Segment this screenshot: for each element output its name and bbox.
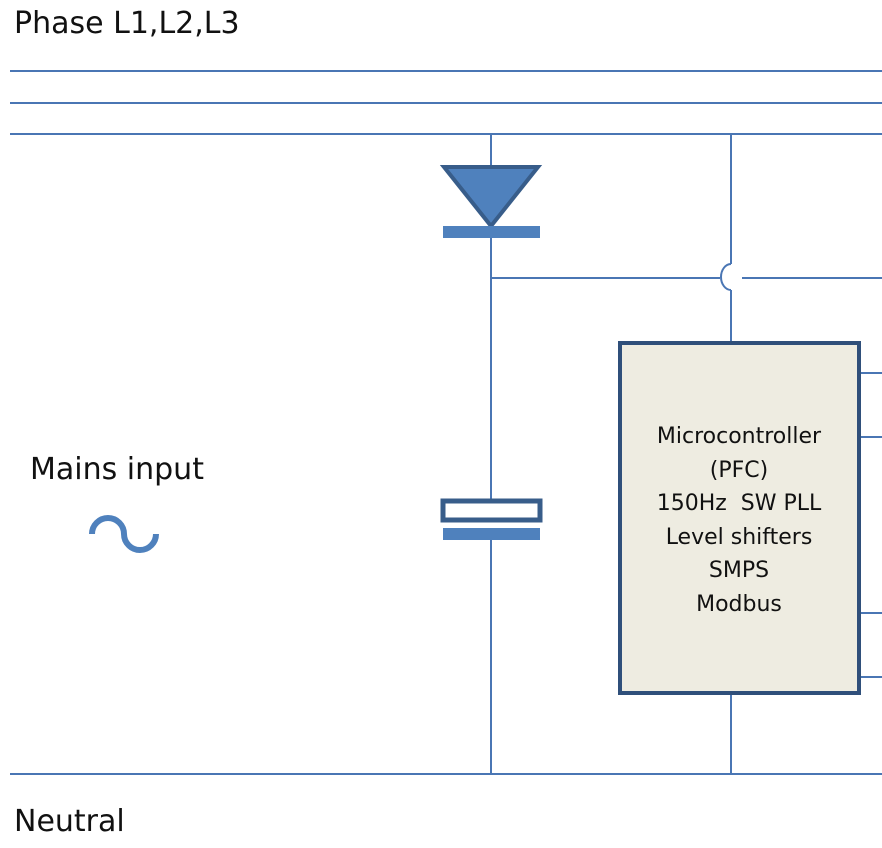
microcontroller-box [618, 341, 861, 695]
mcu-line: Microcontroller [656, 424, 822, 449]
mcu-line: Modbus [696, 591, 782, 617]
neutral-label: Neutral [14, 804, 125, 839]
mcu-line: SMPS [708, 558, 770, 583]
mains-input-label: Mains input [30, 452, 204, 487]
diode-icon [439, 165, 543, 238]
mcu-line: 150Hz SW PLL [656, 491, 822, 516]
phase-label: Phase L1,L2,L3 [14, 6, 240, 41]
microcontroller-label: Microcontroller (PFC) 150Hz SW PLL Level… [620, 420, 858, 621]
capacitor-icon [440, 498, 543, 540]
mcu-line: Level shifters [665, 524, 813, 550]
crossover-hop [720, 263, 732, 291]
ac-source-icon [89, 515, 159, 553]
mcu-line: (PFC) [709, 457, 769, 483]
